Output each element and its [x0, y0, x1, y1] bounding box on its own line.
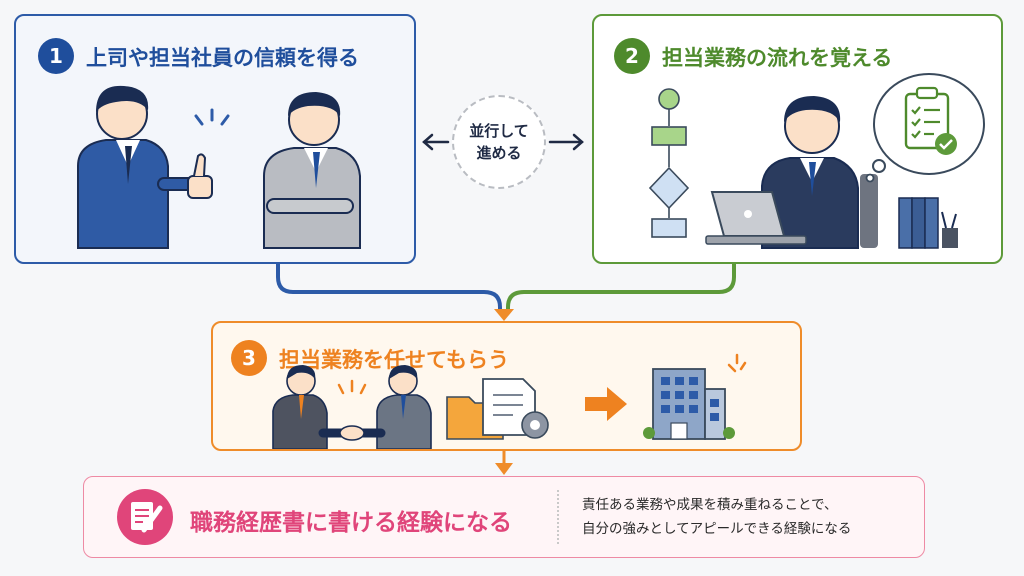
- step2-illustration: [648, 73, 985, 249]
- arrow-down-icon: [495, 463, 513, 475]
- step1-panel: 1 上司や担当社員の信頼を得る: [14, 14, 416, 264]
- step3-panel: 3 担当業務を任せてもらう: [211, 321, 802, 451]
- boss-figure: [77, 85, 201, 249]
- result-title: 職務経歴書に書ける経験になる: [190, 510, 512, 536]
- parallel-note: 並行して 進める: [452, 95, 546, 189]
- step2-panel: 2 担当業務の流れを覚える: [592, 14, 1003, 264]
- gear-icon: [521, 411, 549, 439]
- checklist-icon: [904, 86, 957, 155]
- parallel-note-line2: 進める: [476, 144, 522, 162]
- step2-title: 担当業務の流れを覚える: [662, 46, 893, 70]
- step2-badge: 2: [614, 38, 650, 74]
- arrow-down-icon: [494, 309, 514, 321]
- laptop-icon: [705, 191, 807, 245]
- parallel-note-line1: 並行して: [469, 122, 529, 140]
- spark-lines: [194, 108, 230, 126]
- step1-title: 上司や担当社員の信頼を得る: [86, 46, 359, 70]
- handshake-icon: [272, 365, 432, 449]
- thumbs-up-icon: [187, 153, 213, 199]
- result-desc-line2: 自分の強みとしてアピールできる経験になる: [582, 521, 852, 537]
- step1-illustration: [77, 85, 361, 249]
- result-panel: [83, 476, 925, 558]
- flowchart-icon: [648, 88, 690, 238]
- office-worker-figure: [761, 96, 878, 249]
- arrow-right-icon: [585, 387, 627, 421]
- step1-badge: 1: [38, 38, 74, 74]
- step3-badge: 3: [231, 340, 267, 376]
- colleague-figure: [263, 92, 361, 249]
- result-description: 責任ある業務や成果を積み重ねることで、 自分の強みとしてアピールできる経験になる: [582, 493, 851, 541]
- step3-illustration: [272, 353, 747, 449]
- result-divider: [557, 490, 559, 544]
- result-desc-line1: 責任ある業務や成果を積み重ねることで、: [582, 497, 838, 513]
- building-icon: [643, 353, 747, 440]
- binder-icon: [898, 197, 958, 249]
